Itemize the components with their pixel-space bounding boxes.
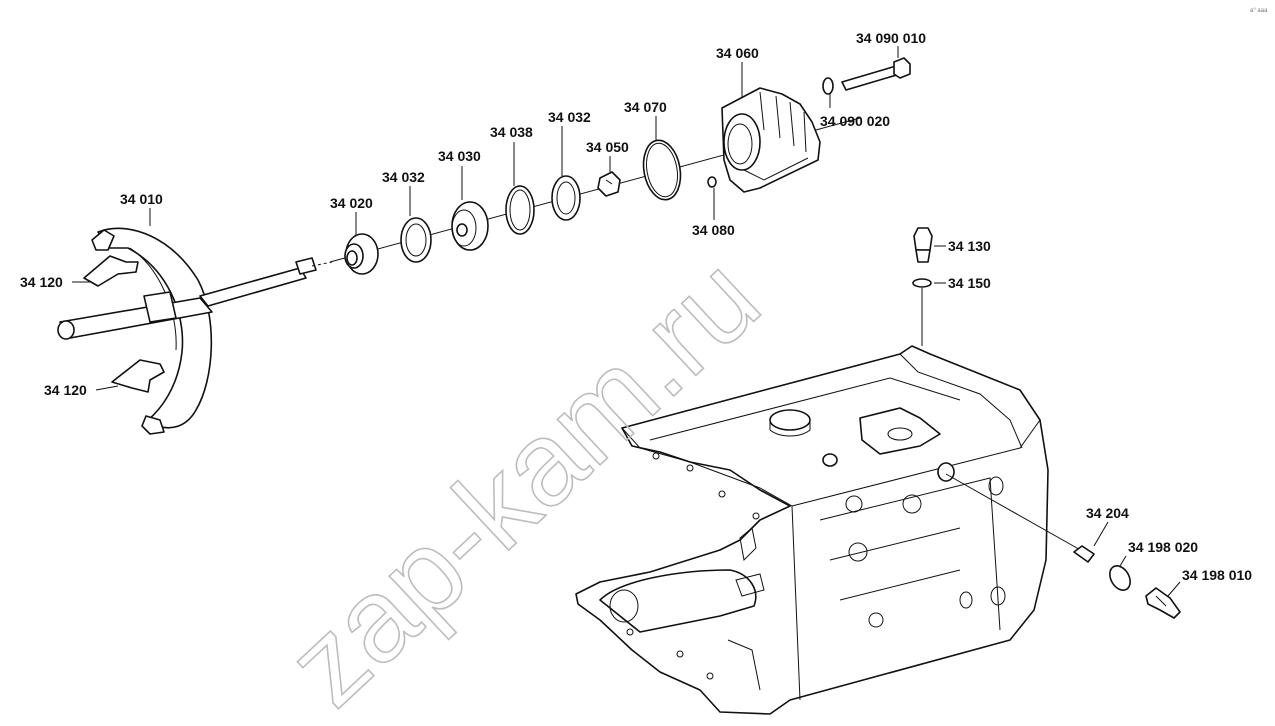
leader-lines: [72, 46, 1181, 597]
pin-34204: [1073, 545, 1095, 563]
label-34090020: 34 090 020: [820, 113, 890, 129]
gearbox-housing: [575, 345, 1049, 715]
label-34050: 34 050: [586, 139, 629, 155]
label-34030: 34 030: [438, 148, 481, 164]
label-34060: 34 060: [716, 45, 759, 61]
label-34120-upper: 34 120: [20, 274, 63, 290]
label-34032-right: 34 032: [548, 109, 591, 125]
label-34080: 34 080: [692, 222, 735, 238]
piston-34030: [451, 201, 489, 251]
pin-axis: [945, 473, 1085, 553]
label-34090010: 34 090 010: [856, 30, 926, 46]
sensor-34198010: [1145, 587, 1181, 619]
corner-mark: a° aaa: [1250, 8, 1268, 14]
shift-fork: [91, 227, 213, 435]
sensor-34130: [913, 227, 933, 263]
ring-34150: [912, 278, 932, 288]
flange-34020: [344, 233, 379, 275]
bolt-34090010: [841, 57, 911, 91]
shift-rail: [57, 257, 333, 340]
snap-ring-34038: [505, 185, 535, 235]
ring-34032b: [551, 175, 581, 221]
label-34070: 34 070: [624, 99, 667, 115]
nut-34050: [597, 171, 621, 197]
label-34198010: 34 198 010: [1182, 567, 1252, 583]
label-34130: 34 130: [948, 238, 991, 254]
washer-34090020: [822, 77, 834, 95]
label-34150: 34 150: [948, 275, 991, 291]
label-34198020: 34 198 020: [1128, 539, 1198, 555]
cylinder-housing-34060: [721, 87, 821, 193]
label-34010: 34 010: [120, 191, 163, 207]
label-34204: 34 204: [1086, 505, 1129, 521]
oring-34070: [642, 139, 682, 201]
label-34120-lower: 34 120: [44, 382, 87, 398]
shift-pad-upper: [83, 255, 139, 287]
label-34032-left: 34 032: [382, 169, 425, 185]
label-34038: 34 038: [490, 124, 533, 140]
ring-34032a: [400, 217, 432, 263]
label-34020: 34 020: [330, 195, 373, 211]
shift-pad-lower: [111, 359, 165, 393]
ring-34198020: [1109, 565, 1131, 591]
seal-34080: [707, 176, 717, 188]
